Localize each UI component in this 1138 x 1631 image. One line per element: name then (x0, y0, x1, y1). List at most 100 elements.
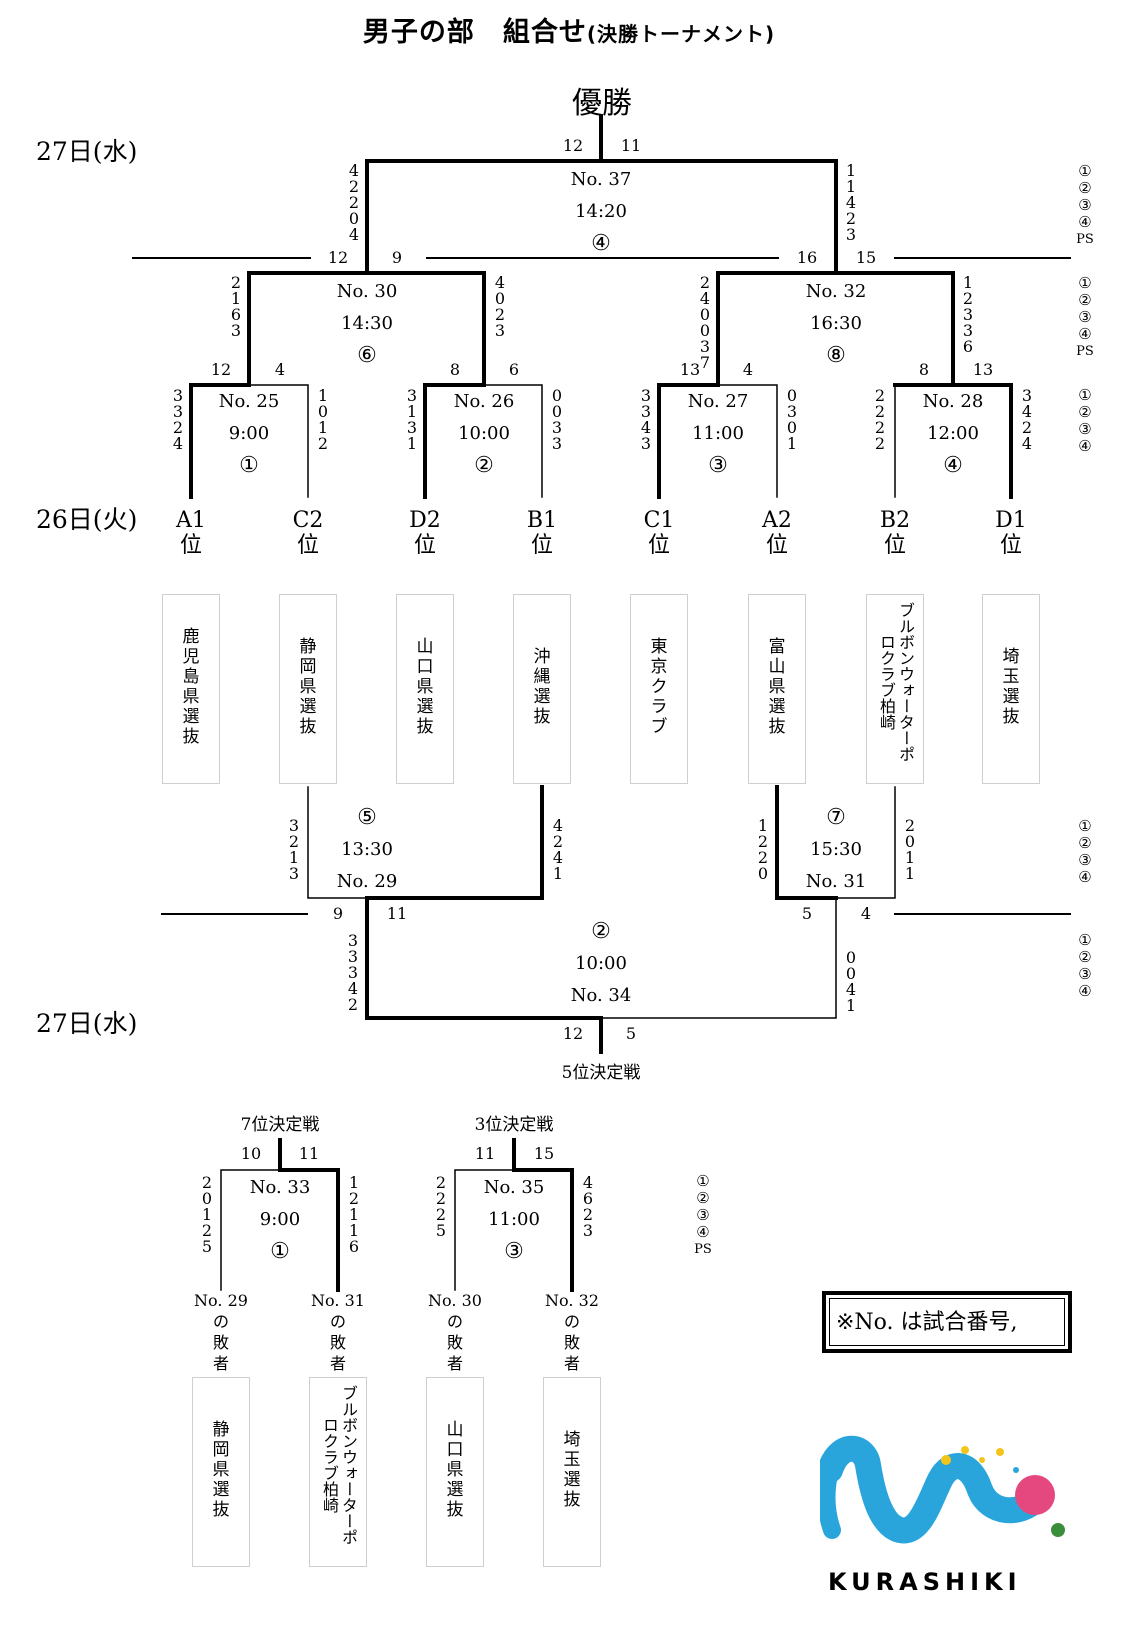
qf4-info: No. 28 12:00 ④ (883, 386, 1023, 482)
logo-mark-icon (817, 1435, 1065, 1544)
seventh-right-sets: 12116 (348, 1173, 360, 1256)
match-time: 10:00 (575, 953, 627, 974)
qf1-left-score: 12 (210, 360, 232, 379)
fifth-right-score: 5 (625, 1024, 637, 1043)
sf2-left-sets: 240037 (699, 273, 711, 372)
sf1-left-sets: 2163 (230, 273, 242, 340)
third-info: No. 35 11:00 ③ (444, 1172, 584, 1268)
match-time: 16:30 (810, 313, 862, 334)
fifth-info: ② 10:00 No. 34 (531, 916, 671, 1012)
match-number: No. 30 (336, 281, 398, 302)
match-time: 10:00 (458, 423, 510, 444)
seed-label: C2位 (292, 508, 324, 558)
fifth-right-path (600, 897, 837, 1019)
c31-left-score: 5 (801, 904, 813, 923)
period-mark: ② (1078, 948, 1092, 966)
c29-winner-path (365, 785, 544, 900)
title-sub: (決勝トーナメント) (586, 22, 776, 46)
seed-label: D2位 (409, 508, 441, 558)
court-number: ⑦ (826, 805, 846, 830)
qf2-winner-path (423, 383, 486, 499)
court-number: ④ (943, 453, 963, 478)
qf3-right-sets: 0301 (786, 386, 798, 453)
seventh-place-label: 7位決定戦 (240, 1115, 320, 1135)
third-place-label: 3位決定戦 (474, 1115, 554, 1135)
sf2-left-score: 16 (796, 248, 818, 267)
final-right-score: 11 (620, 136, 642, 155)
qf4-right-sets: 3424 (1021, 386, 1033, 453)
court-number: ③ (708, 453, 728, 478)
period-mark: ④ (1078, 437, 1092, 455)
source-match: No. 32 (545, 1291, 599, 1310)
final-right-path (599, 159, 838, 275)
team-box: 山口県選抜 (396, 594, 454, 784)
team-name: 鹿児島県選抜 (182, 627, 200, 747)
court-number: ② (591, 919, 611, 944)
fifth-winner-path (365, 896, 603, 1020)
court-number: ⑤ (357, 805, 377, 830)
source-match: No. 30 (428, 1291, 482, 1310)
final-left-sets: 42204 (348, 161, 360, 244)
team-box: 沖縄選抜 (513, 594, 571, 784)
sf1-left-score: 12 (327, 248, 349, 267)
period-mark: ③ (696, 1206, 710, 1224)
match-number: No. 32 (805, 281, 867, 302)
qf2-left-score: 8 (449, 360, 461, 379)
seventh-left-score: 10 (240, 1144, 262, 1163)
match-number: No. 37 (570, 169, 632, 190)
third-winner-path (512, 1138, 574, 1292)
seed-label: C1位 (643, 508, 675, 558)
match-number: No. 33 (249, 1177, 311, 1198)
final-info: No. 37 14:20 ④ (531, 164, 671, 260)
period-mark: ① (1078, 274, 1092, 292)
team-name: 静岡県選抜 (299, 637, 317, 737)
match-number: No. 29 (336, 871, 398, 892)
period-mark: ④ (1078, 982, 1092, 1000)
qf2-info: No. 26 10:00 ② (414, 386, 554, 482)
date-label-top: 27日(水) (36, 137, 138, 166)
court-number: ⑧ (826, 343, 846, 368)
sf2-right-score: 15 (855, 248, 877, 267)
qf2-loser-path (483, 384, 543, 498)
period-mark: ① (1078, 817, 1092, 835)
match-time: 13:30 (341, 839, 393, 860)
court-number: ③ (504, 1239, 524, 1264)
seventh-right-score: 11 (298, 1144, 320, 1163)
team-box: 鹿児島県選抜 (162, 594, 220, 784)
match-time: 14:30 (341, 313, 393, 334)
ps-mark: PS (1076, 232, 1094, 247)
period-mark: ② (1078, 179, 1092, 197)
c29-left-sets: 3213 (288, 816, 300, 883)
fifth-left-score: 12 (562, 1024, 584, 1043)
qf1-winner-path (189, 383, 251, 499)
match-time: 15:30 (810, 839, 862, 860)
third-left-score: 11 (474, 1144, 496, 1163)
qf3-left-sets: 3343 (640, 386, 652, 453)
team-box: 山口県選抜 (426, 1377, 484, 1567)
sf2-winner-path (716, 271, 838, 387)
court-number: ① (239, 453, 259, 478)
source-text: の敗者 (446, 1312, 463, 1373)
team-box: 埼玉選抜 (543, 1377, 601, 1567)
seed-label: A1位 (176, 508, 206, 558)
qf1-left-sets: 3324 (172, 386, 184, 453)
c31-winner-path (775, 785, 838, 900)
fifth-left-sets: 33342 (347, 931, 359, 1014)
team-name: ブルボンウォーターポロクラブ柏崎 (320, 1385, 358, 1545)
seventh-winner-path (278, 1138, 340, 1292)
court-number: ① (270, 1239, 290, 1264)
qf1-info: No. 25 9:00 ① (179, 386, 319, 482)
qf2-right-score: 6 (508, 360, 520, 379)
match-number: No. 27 (687, 391, 749, 412)
c31-info: ⑦ 15:30 No. 31 (766, 802, 906, 898)
c29-right-score: 11 (386, 904, 408, 923)
sf1-right-path (365, 271, 486, 387)
qf2-right-sets: 0033 (551, 386, 563, 453)
